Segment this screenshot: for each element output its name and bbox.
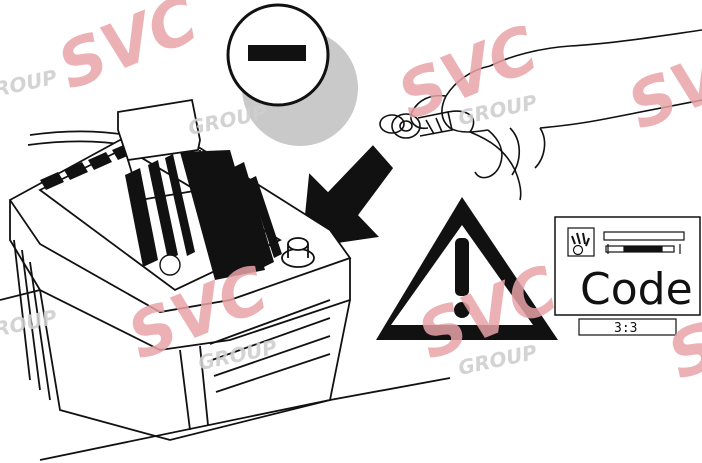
minus-sign-icon xyxy=(248,45,306,61)
page-indicator: 3:3 xyxy=(614,321,637,336)
battery-cable xyxy=(470,132,521,200)
watermark-sub-text: GROUP xyxy=(0,65,59,105)
battery-handle xyxy=(118,100,200,160)
finger-1 xyxy=(475,130,502,178)
watermark-sub-text: GROUP xyxy=(0,305,59,345)
watermark-sub-text: GROUP xyxy=(186,100,269,140)
code-label: Code xyxy=(580,264,693,315)
warning-symbol-text: ! xyxy=(0,0,1,1)
watermark-brand-text: SVC xyxy=(618,23,702,145)
finger-3 xyxy=(535,128,545,168)
watermark-logo: SVC xyxy=(48,0,208,105)
watermark-logo: SVC xyxy=(618,23,702,145)
watermark-brand-text: SVC xyxy=(48,0,208,105)
